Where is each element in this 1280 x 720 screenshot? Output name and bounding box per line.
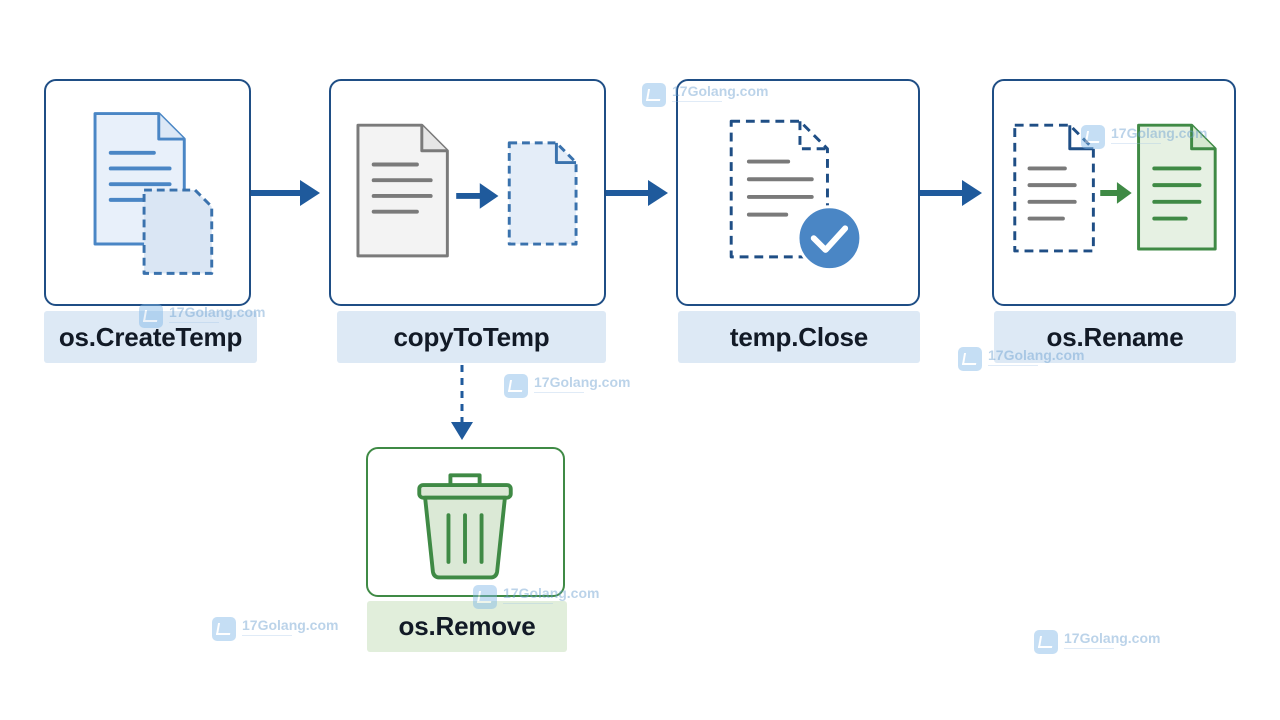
watermark-icon (212, 617, 236, 641)
watermark-icon (958, 347, 982, 371)
checkmark-icon (796, 205, 863, 272)
arrow-copy-to-close (606, 180, 668, 206)
step-box-osrename (992, 79, 1236, 306)
watermark-text: 17Golang.com (534, 373, 631, 390)
watermark-icon (1034, 630, 1058, 654)
close-temp-file-icon (729, 119, 863, 272)
step-box-osremove (366, 447, 565, 597)
create-temp-file-icon (93, 112, 214, 275)
watermark-logo: 17Golang.com (212, 617, 338, 641)
step-label-osremove: os.Remove (367, 601, 567, 652)
step-label-osrename: os.Rename (994, 311, 1236, 363)
step-box-copytotemp (329, 79, 606, 306)
step-label-createtemp: os.CreateTemp (44, 311, 257, 363)
arrow-close-to-rename (920, 180, 982, 206)
watermark-icon (642, 83, 666, 107)
step-label-tempclose: temp.Close (678, 311, 920, 363)
copy-arrow-icon (456, 183, 499, 209)
rename-arrow-icon (1100, 182, 1132, 204)
copy-to-temp-icon (356, 123, 578, 258)
watermark-logo: 17Golang.com (504, 374, 630, 398)
arrow-createtemp-to-copy (251, 180, 320, 206)
rename-file-icon (1013, 123, 1217, 253)
arrow-copy-to-remove (451, 365, 473, 440)
trash-icon (417, 473, 513, 580)
step-box-createtemp (44, 79, 251, 306)
step-box-tempclose (676, 79, 920, 306)
watermark-text: 17Golang.com (242, 616, 339, 633)
step-label-copytotemp: copyToTemp (337, 311, 606, 363)
watermark-text: 17Golang.com (1064, 629, 1161, 646)
watermark-logo: 17Golang.com (1034, 630, 1160, 654)
watermark-icon (504, 374, 528, 398)
